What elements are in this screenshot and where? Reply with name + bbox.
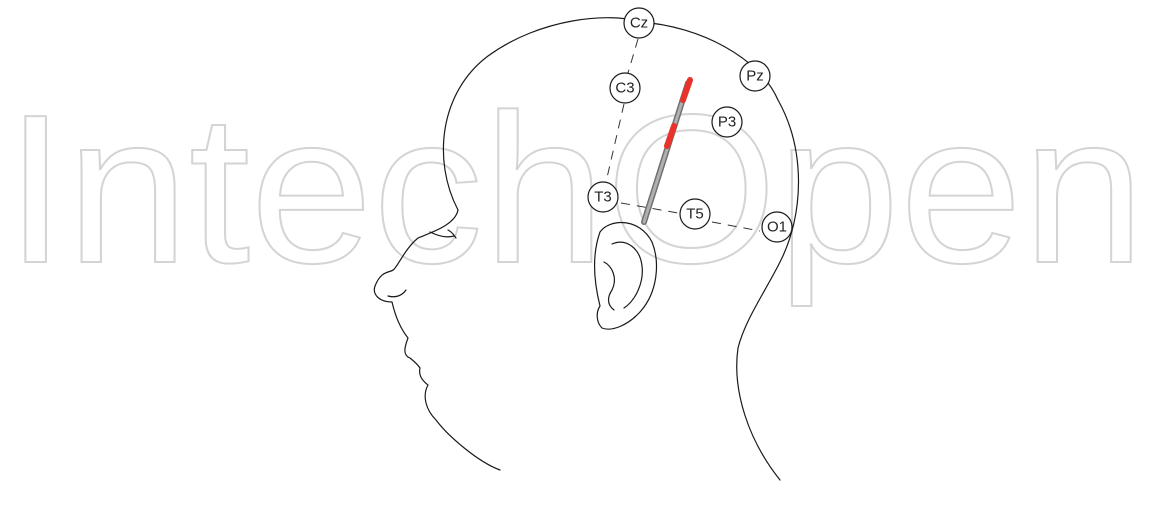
electrode-c3: C3 (610, 73, 640, 103)
line-cz-c3 (628, 39, 638, 73)
electrode-label-c3: C3 (615, 80, 634, 97)
electrode-p3: P3 (712, 107, 742, 137)
electrode-label-o1: O1 (767, 219, 787, 236)
electrode-label-t5: T5 (686, 206, 704, 223)
electrode-pz: Pz (740, 61, 770, 91)
watermark-text: IntechOpen (5, 70, 1145, 307)
electrode-o1: O1 (762, 212, 792, 242)
electrode-t5: T5 (680, 199, 710, 229)
electrode-label-p3: P3 (718, 114, 736, 131)
electrode-label-cz: Cz (630, 15, 648, 32)
electrode-cz: Cz (624, 8, 654, 38)
electrode-t3: T3 (588, 182, 618, 212)
electrode-label-t3: T3 (594, 189, 612, 206)
electrode-label-pz: Pz (746, 68, 764, 85)
watermark: IntechOpen (5, 70, 1145, 307)
